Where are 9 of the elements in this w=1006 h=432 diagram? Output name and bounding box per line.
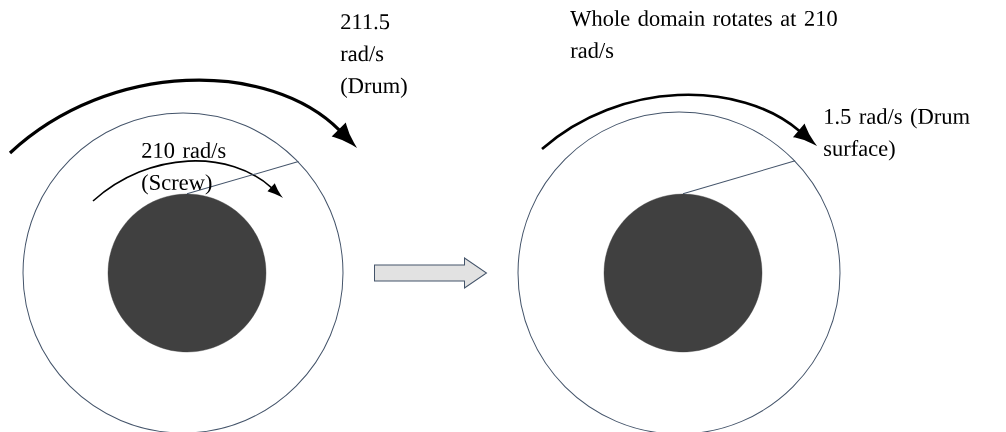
screw-disc: [603, 193, 763, 353]
rate-label: 211.5 rad/s (Drum): [340, 14, 407, 98]
block-arrow: [374, 257, 487, 289]
rate-label: 1.5 rad/s (Drum surface): [824, 108, 970, 161]
screw-disc: [107, 193, 267, 353]
radius-line: [186, 161, 299, 195]
rate-label: 210 rad/s (Screw): [142, 142, 226, 195]
rate-label: Whole domain rotates at 210 rad/s: [570, 10, 837, 59]
radius-line: [682, 160, 796, 195]
